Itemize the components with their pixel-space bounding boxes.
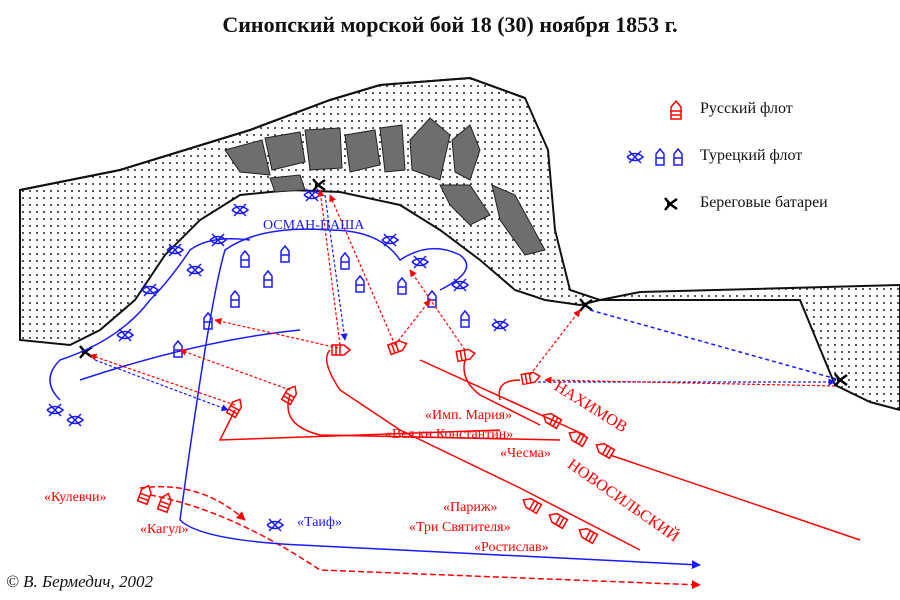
label-kulevchi: «Кулевчи» — [44, 490, 107, 505]
label-rostislav: «Ростислав» — [474, 540, 549, 555]
legend-turkish: Турецкий флот — [700, 147, 802, 165]
legend-label: Турецкий флот — [700, 147, 803, 164]
coastline — [19, 76, 526, 191]
legend-label: Береговые батареи — [700, 194, 828, 211]
russian-ship-icon — [670, 100, 682, 120]
sinop-town — [224, 117, 546, 256]
map-title: Синопский морской бой 18 (30) ноября 185… — [222, 12, 678, 37]
label-vel-kn-konstantin: «Вел.кн.Константин» — [385, 427, 514, 442]
label-imp-maria: «Имп. Мария» — [425, 408, 513, 423]
legend-russian: Русский флот — [700, 100, 793, 118]
label-chesma: «Чесма» — [500, 446, 551, 461]
legend-label: Русский флот — [700, 100, 793, 117]
legend-batteries: Береговые батареи — [700, 194, 828, 212]
coastal-battery-icon — [663, 196, 679, 212]
fire-lines — [89, 189, 836, 412]
russian-fleet — [136, 338, 616, 545]
turkish-tracks — [49, 228, 841, 570]
label-taif: «Таиф» — [297, 515, 342, 530]
credit: © В. Бермедич, 2002 — [6, 572, 153, 591]
russian-tracks — [139, 349, 861, 590]
label-kagul: «Кагул» — [140, 522, 189, 537]
label-tri-svyatitelya: «Три Святителя» — [409, 520, 511, 535]
turkish-ship-icon — [626, 148, 683, 166]
label-parizh: «Париж» — [443, 500, 498, 515]
label-osman-pasha: ОСМАН-ПАША — [263, 218, 365, 233]
